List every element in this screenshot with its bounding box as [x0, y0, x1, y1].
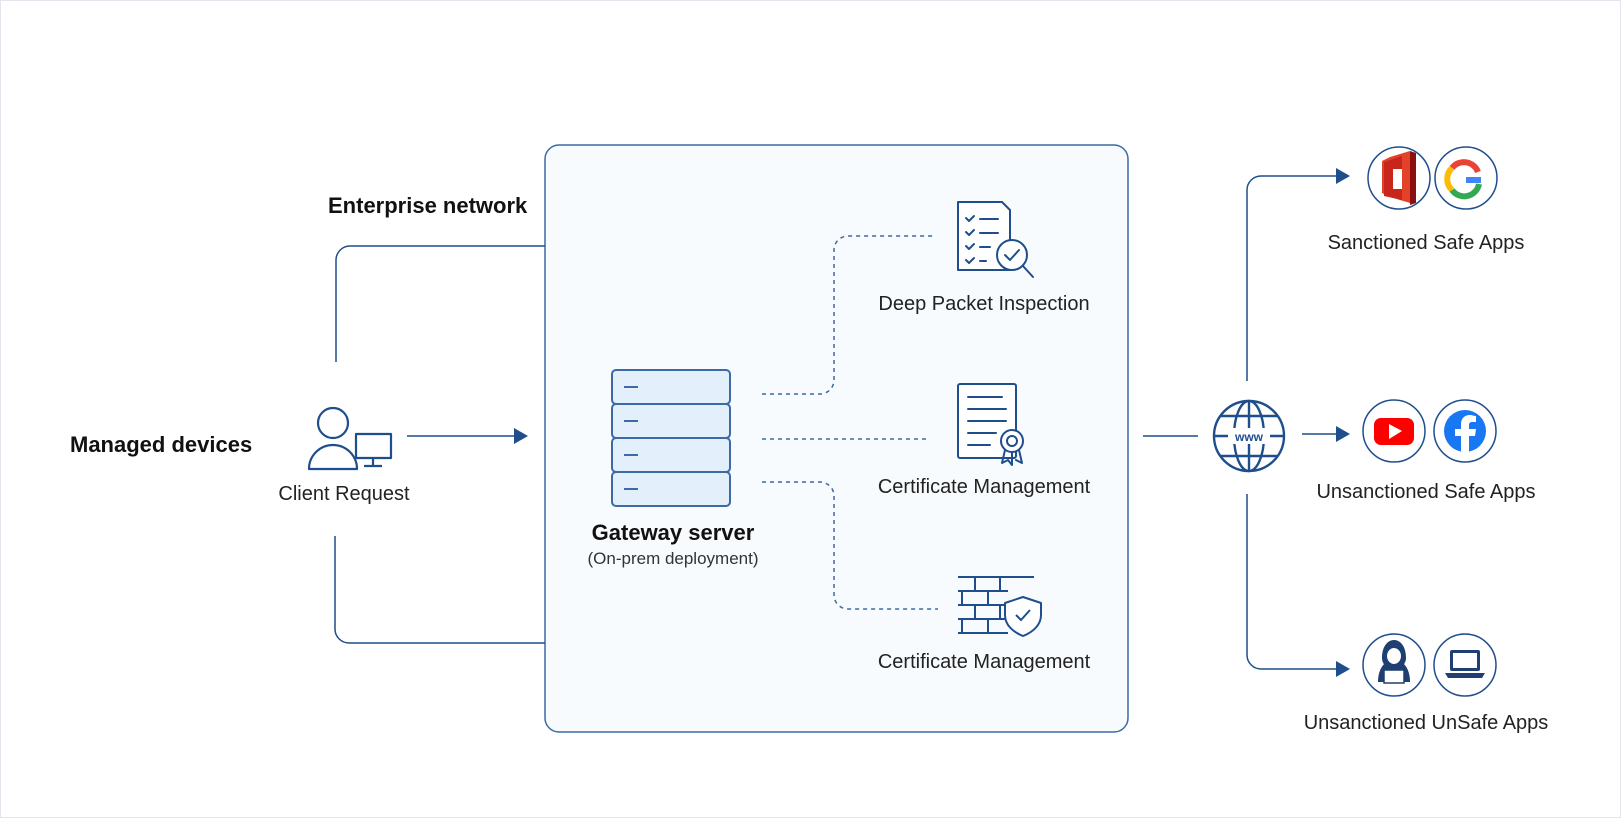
app-group-label-sanctioned: Sanctioned Safe Apps — [1327, 232, 1525, 254]
enterprise-network-bottom-line — [334, 536, 545, 644]
enterprise-network-label: Enterprise network — [328, 193, 528, 218]
branch-to-unsanctioned-unsafe-arrowhead — [1336, 661, 1350, 677]
service-label-firewall: Certificate Management — [877, 651, 1091, 673]
managed-devices-label: Managed devices — [70, 432, 253, 457]
connector-deep-packet — [762, 235, 934, 395]
branch-to-sanctioned-arrowhead — [1336, 168, 1350, 184]
inspection-document-icon — [957, 201, 1034, 278]
gateway-server-icon — [611, 369, 731, 507]
enterprise-network-top-line — [335, 245, 545, 362]
service-label-deep-packet: Deep Packet Inspection — [878, 293, 1090, 315]
client-request-label: Client Request — [278, 483, 410, 505]
certificate-icon — [957, 383, 1024, 466]
branch-to-sanctioned — [1246, 175, 1336, 381]
branch-to-unsanctioned-unsafe — [1246, 494, 1336, 670]
facebook-icon — [1444, 410, 1486, 452]
app-group-label-unsanctioned-safe: Unsanctioned Safe Apps — [1316, 481, 1536, 503]
globe-www-label: www — [1234, 430, 1264, 444]
youtube-icon — [1374, 418, 1414, 445]
branch-to-unsanctioned-safe-arrowhead — [1336, 426, 1350, 442]
client-user-icon — [307, 406, 393, 471]
gateway-server-subtitle: (On-prem deployment) — [587, 549, 759, 568]
service-label-certificate: Certificate Management — [877, 476, 1091, 498]
gateway-server-title: Gateway server — [591, 520, 755, 545]
client-to-gateway-arrowhead — [514, 428, 528, 444]
firewall-shield-icon — [958, 576, 1042, 637]
office-icon — [1382, 151, 1416, 205]
laptop-icon — [1445, 650, 1485, 678]
hacker-icon — [1378, 640, 1410, 684]
app-group-label-unsanctioned-unsafe: Unsanctioned UnSafe Apps — [1303, 712, 1549, 734]
google-icon — [1444, 159, 1482, 200]
internet-globe-icon — [1212, 399, 1286, 473]
connector-firewall — [762, 481, 938, 610]
